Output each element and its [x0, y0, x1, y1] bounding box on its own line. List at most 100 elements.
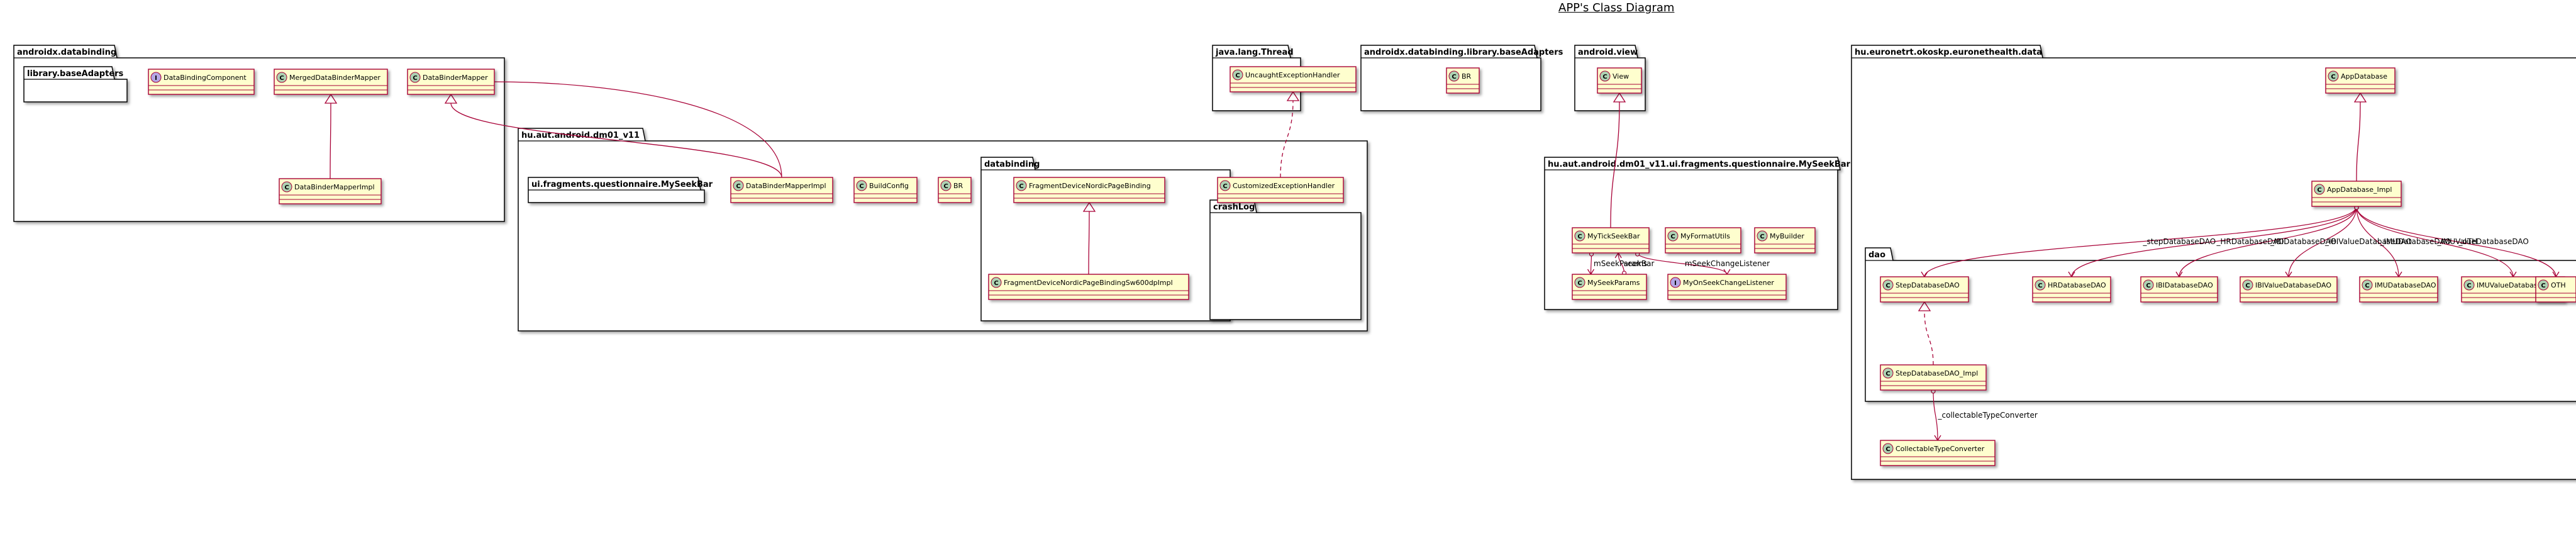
- package-name: androidx.databinding.library.baseAdapter…: [1364, 48, 1563, 57]
- class-box: [148, 69, 255, 95]
- class-name: DataBinderMapperImpl: [294, 183, 375, 191]
- class-letter: C: [279, 75, 284, 82]
- class-letter: C: [1885, 282, 1890, 289]
- relation-line: [2356, 206, 2399, 277]
- class-icon: [1232, 69, 1243, 81]
- relation-label: mSeekChangeListener: [1685, 259, 1770, 268]
- class-box: [730, 177, 833, 203]
- diagram-title: APP's Class Diagram: [1558, 1, 1675, 14]
- relation-label: _IMUDatabaseDAO: [2380, 237, 2451, 246]
- package-name: java.lang.Thread: [1215, 48, 1294, 57]
- class-icon: [991, 277, 1002, 288]
- interface-icon: [150, 72, 162, 83]
- class-icon: [281, 181, 292, 193]
- class-name: DataBindingComponent: [164, 74, 247, 82]
- class-name: View: [1613, 72, 1629, 81]
- class-box: [988, 274, 1189, 300]
- class-letter: C: [1602, 74, 1607, 81]
- class-name: HRDatabaseDAO: [2048, 281, 2106, 289]
- class-letter: C: [2467, 282, 2471, 289]
- relation-label: _IBIValueDatabaseDAO: [2324, 237, 2412, 246]
- class-letter: C: [1235, 72, 1240, 79]
- class-letter: C: [1223, 183, 1227, 190]
- class-letter: C: [1760, 233, 1764, 240]
- class-icon: [2362, 279, 2373, 291]
- class-letter: C: [2245, 282, 2250, 289]
- class-box: [1880, 440, 1996, 466]
- class-icon: [856, 180, 867, 191]
- class-box: [1572, 227, 1650, 254]
- class-box: [2140, 276, 2218, 303]
- class-letter: C: [859, 183, 863, 190]
- relation-line: [2356, 206, 2514, 277]
- relation-line: [494, 81, 782, 178]
- inheritance-arrowhead: [2353, 92, 2367, 103]
- relation-line: [2071, 206, 2357, 277]
- class-name: UncaughtExceptionHandler: [1245, 71, 1340, 79]
- package-name: crashLog: [1213, 203, 1255, 212]
- class-box: [1667, 274, 1787, 300]
- relation-implements: [1280, 91, 1300, 178]
- relation-line: [1610, 101, 1620, 228]
- relation-line: [1924, 206, 2357, 277]
- relation-label: _oTH: [2458, 237, 2478, 246]
- class-icon: [1219, 180, 1231, 191]
- inheritance-arrowhead: [1918, 301, 1931, 311]
- class-letter: C: [2365, 282, 2369, 289]
- class-letter: C: [2038, 282, 2042, 289]
- class-letter: C: [943, 183, 948, 190]
- interface-letter: I: [1674, 280, 1677, 287]
- class-view[interactable]: C View: [1597, 67, 1642, 94]
- package-name: hu.aut.android.dm01_v11.ui.fragments.que…: [1548, 160, 1851, 169]
- class-name: BR: [1462, 72, 1472, 81]
- class-letter: C: [1670, 233, 1675, 240]
- class-icon: [940, 180, 952, 191]
- relation-extends: [1082, 201, 1096, 275]
- class-icon: [2143, 279, 2154, 291]
- relation-extends: [444, 93, 782, 178]
- class-box: [1013, 177, 1165, 203]
- class-letter: C: [1019, 183, 1023, 190]
- relation-label: mSeekParams: [1594, 259, 1647, 268]
- relation-line: [450, 103, 782, 178]
- class-name: FragmentDeviceNordicPageBinding: [1029, 182, 1151, 190]
- relation-label: _HRDatabaseDAO: [2216, 237, 2284, 246]
- class-hrdatabase-dao[interactable]: C HRDatabaseDAO: [2032, 276, 2111, 303]
- class-uncaught-exception-handler[interactable]: C UncaughtExceptionHandler: [1230, 66, 1357, 92]
- class-box: [2240, 276, 2338, 303]
- class-fragment-device-nordic-page-binding[interactable]: C FragmentDeviceNordicPageBinding: [1013, 177, 1165, 203]
- relation-label: _IBIDatabaseDAO: [2270, 237, 2336, 246]
- class-box: [279, 178, 382, 204]
- class-icon: [1882, 367, 1894, 379]
- class-icon: [1448, 70, 1460, 82]
- class-box: [1217, 177, 1344, 203]
- class-name: OTH: [2551, 281, 2566, 289]
- relation-label: seekBar: [1624, 259, 1655, 268]
- relation-inheritance-cross: [494, 81, 782, 178]
- package-frame: [23, 66, 128, 103]
